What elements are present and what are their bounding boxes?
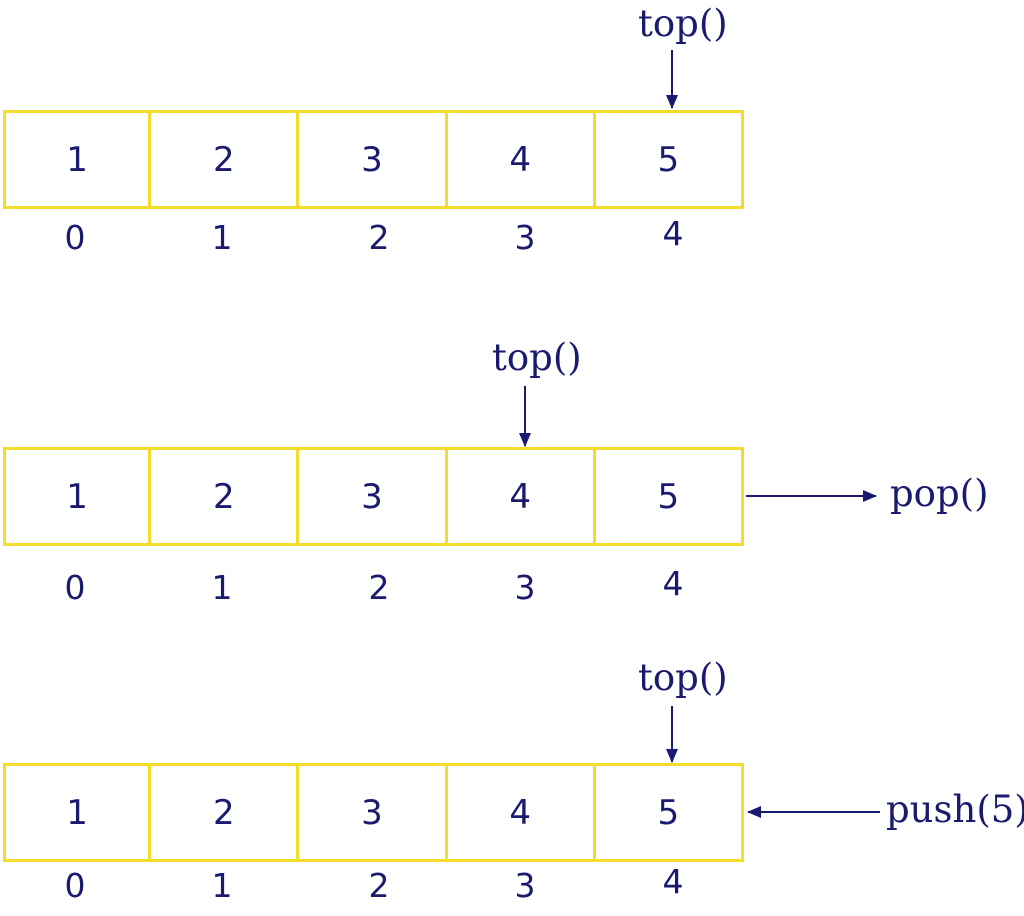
- stack-cell: 5: [595, 763, 744, 862]
- stack-cell: 1: [3, 763, 152, 862]
- stack-cell: 4: [447, 763, 596, 862]
- stack-cell: 1: [3, 447, 152, 546]
- stack-cell: 4: [447, 110, 596, 209]
- index-label: 1: [211, 218, 233, 257]
- index-label: 3: [514, 866, 536, 905]
- top-label: top(): [492, 336, 582, 379]
- index-label: 0: [64, 568, 86, 607]
- index-label: 4: [662, 564, 684, 603]
- stack-cell: 2: [151, 447, 300, 546]
- stack-cell: 4: [447, 447, 596, 546]
- index-label: 4: [662, 214, 684, 253]
- stack-array: 1 2 3 4 5: [3, 763, 744, 862]
- index-label: 4: [662, 862, 684, 901]
- index-label: 1: [211, 568, 233, 607]
- push-label: push(5): [886, 788, 1024, 831]
- stack-cell: 3: [299, 447, 448, 546]
- stack-cell: 5: [595, 447, 744, 546]
- stack-cell: 1: [3, 110, 152, 209]
- top-label: top(): [638, 2, 728, 45]
- index-label: 0: [64, 218, 86, 257]
- stack-cell: 5: [595, 110, 744, 209]
- index-label: 3: [514, 218, 536, 257]
- stack-cell: 2: [151, 110, 300, 209]
- index-label: 1: [211, 866, 233, 905]
- index-label: 2: [368, 568, 390, 607]
- index-label: 2: [368, 218, 390, 257]
- pop-label: pop(): [890, 472, 989, 515]
- index-label: 2: [368, 866, 390, 905]
- stack-cell: 3: [299, 763, 448, 862]
- top-label: top(): [638, 656, 728, 699]
- stack-array: 1 2 3 4 5: [3, 110, 744, 209]
- stack-cell: 3: [299, 110, 448, 209]
- stack-cell: 2: [151, 763, 300, 862]
- index-label: 0: [64, 866, 86, 905]
- index-label: 3: [514, 568, 536, 607]
- stack-array: 1 2 3 4 5: [3, 447, 744, 546]
